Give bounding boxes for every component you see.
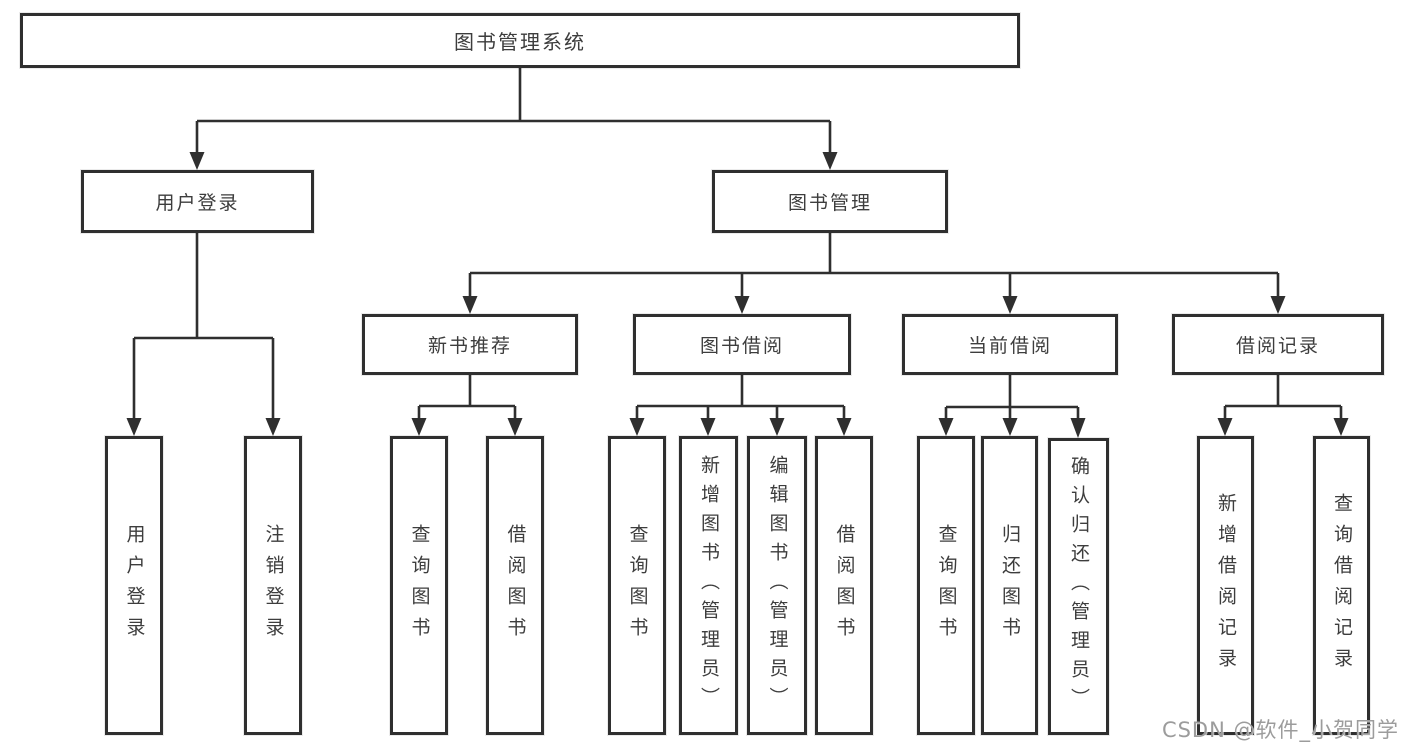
node-current-borrow: 当前借阅 bbox=[902, 314, 1118, 375]
leaf-query-books-recommend: 查询图书 bbox=[390, 436, 448, 735]
leaf-borrow-books: 借阅图书 bbox=[815, 436, 873, 735]
leaf-logout: 注销登录 bbox=[244, 436, 302, 735]
node-user-login-group: 用户登录 bbox=[81, 170, 314, 233]
leaf-query-borrow-record: 查询借阅记录 bbox=[1313, 436, 1370, 735]
arrowhead bbox=[769, 418, 785, 436]
connector-current-borrow-group bbox=[944, 375, 1080, 421]
connector-book-borrow-group bbox=[635, 375, 846, 421]
arrowhead bbox=[1217, 418, 1233, 436]
arrowhead bbox=[1333, 418, 1349, 436]
csdn-watermark: CSDN @软件_小贺同学 bbox=[1161, 718, 1399, 742]
node-label: 新增借阅记录 bbox=[1215, 492, 1237, 679]
node-label: 图书借阅 bbox=[699, 335, 784, 357]
node-label: 编辑图书（管理员） bbox=[766, 455, 789, 716]
connector-user-login-group bbox=[132, 233, 275, 421]
leaf-return-books: 归还图书 bbox=[981, 436, 1038, 735]
node-label: 注销登录 bbox=[262, 523, 285, 648]
connector-new-book-group bbox=[417, 375, 517, 421]
node-label: 查询图书 bbox=[408, 523, 431, 648]
arrowhead bbox=[1070, 418, 1086, 438]
node-new-book-recommend: 新书推荐 bbox=[362, 314, 578, 375]
node-label: 确认归还（管理员） bbox=[1068, 456, 1090, 717]
node-label: 新书推荐 bbox=[427, 335, 512, 357]
node-label: 借阅图书 bbox=[504, 523, 527, 648]
arrowhead bbox=[822, 152, 838, 170]
node-label: 查询图书 bbox=[935, 523, 958, 648]
node-label: 归还图书 bbox=[999, 523, 1021, 648]
connector-borrow-record-group bbox=[1223, 375, 1343, 421]
leaf-query-books-borrow: 查询图书 bbox=[608, 436, 666, 735]
arrowhead bbox=[700, 418, 716, 436]
arrowhead bbox=[938, 418, 954, 436]
node-label: 借阅图书 bbox=[833, 523, 856, 648]
node-label: 新增图书（管理员） bbox=[698, 455, 720, 716]
arrowhead bbox=[1002, 296, 1018, 314]
node-label: 用户登录 bbox=[155, 192, 240, 214]
node-label: 借阅记录 bbox=[1235, 335, 1320, 357]
node-label: 图书管理 bbox=[787, 192, 872, 214]
arrowhead bbox=[126, 418, 142, 436]
leaf-edit-books-admin: 编辑图书（管理员） bbox=[747, 436, 807, 735]
node-library-management-system: 图书管理系统 bbox=[20, 13, 1020, 68]
connector-book-management-group bbox=[468, 233, 1280, 298]
arrowhead bbox=[1002, 418, 1018, 436]
arrowhead bbox=[1270, 296, 1286, 314]
arrowhead bbox=[462, 296, 478, 314]
leaf-query-books-current: 查询图书 bbox=[917, 436, 975, 735]
leaf-add-books-admin: 新增图书（管理员） bbox=[679, 436, 738, 735]
arrowhead bbox=[265, 418, 281, 436]
leaf-borrow-books-recommend: 借阅图书 bbox=[486, 436, 544, 735]
node-book-management: 图书管理 bbox=[712, 170, 948, 233]
node-borrow-records: 借阅记录 bbox=[1172, 314, 1384, 375]
node-label: 查询图书 bbox=[626, 523, 649, 648]
arrowhead bbox=[189, 152, 205, 170]
node-label: 查询借阅记录 bbox=[1331, 492, 1353, 679]
connector-root-to-level2 bbox=[195, 68, 832, 154]
arrowhead bbox=[629, 418, 645, 436]
leaf-confirm-return-admin: 确认归还（管理员） bbox=[1048, 438, 1109, 735]
node-book-borrow: 图书借阅 bbox=[633, 314, 851, 375]
arrowhead bbox=[836, 418, 852, 436]
arrowhead bbox=[734, 296, 750, 314]
leaf-user-login: 用户登录 bbox=[105, 436, 163, 735]
node-label: 图书管理系统 bbox=[454, 30, 586, 54]
node-label: 当前借阅 bbox=[967, 335, 1052, 357]
arrowhead bbox=[507, 418, 523, 436]
leaf-add-borrow-record: 新增借阅记录 bbox=[1197, 436, 1254, 735]
node-label: 用户登录 bbox=[123, 523, 146, 648]
arrowhead bbox=[411, 418, 427, 436]
